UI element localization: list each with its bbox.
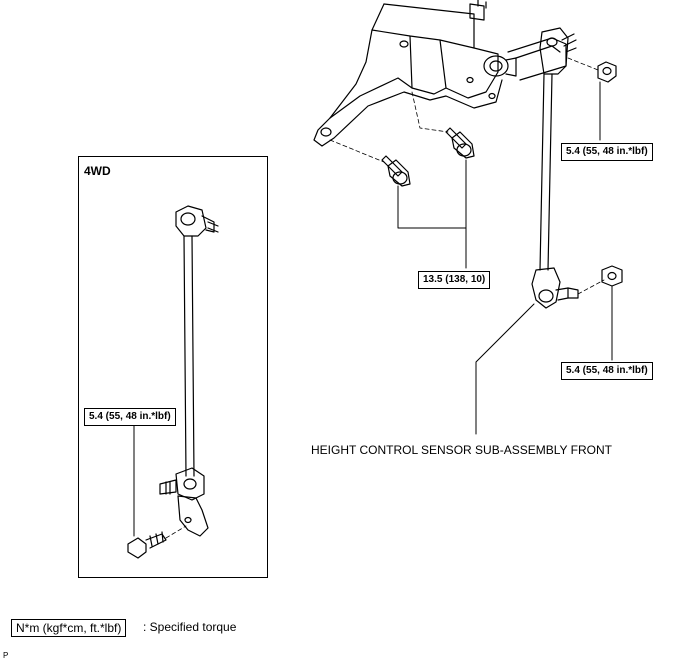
inset-title: 4WD	[84, 164, 111, 178]
bolt-right	[445, 127, 475, 159]
bolt-left	[381, 155, 411, 187]
legend-unit-box: N*m (kgf*cm, ft.*lbf)	[11, 619, 127, 637]
lower-nut	[601, 265, 623, 287]
sensor-lever	[483, 27, 577, 81]
torque-label-lower-nut: 5.4 (55, 48 in.*lbf)	[561, 362, 653, 380]
upper-nut	[597, 61, 617, 83]
component-caption: HEIGHT CONTROL SENSOR SUB-ASSEMBLY FRONT	[311, 443, 612, 457]
torque-label-upper-nut: 5.4 (55, 48 in.*lbf)	[561, 143, 653, 161]
corner-code: P	[3, 651, 9, 660]
inset-link	[159, 205, 219, 537]
inset-bolt	[127, 531, 167, 559]
torque-label-inset-bolt: 5.4 (55, 48 in.*lbf)	[84, 408, 176, 426]
torque-label-bolts: 13.5 (138, 10)	[418, 271, 491, 289]
sensor-link-rod	[531, 73, 579, 309]
inset-frame-4wd	[78, 156, 268, 578]
sensor-bracket	[313, 0, 503, 147]
legend-description: : Specified torque	[143, 620, 237, 634]
